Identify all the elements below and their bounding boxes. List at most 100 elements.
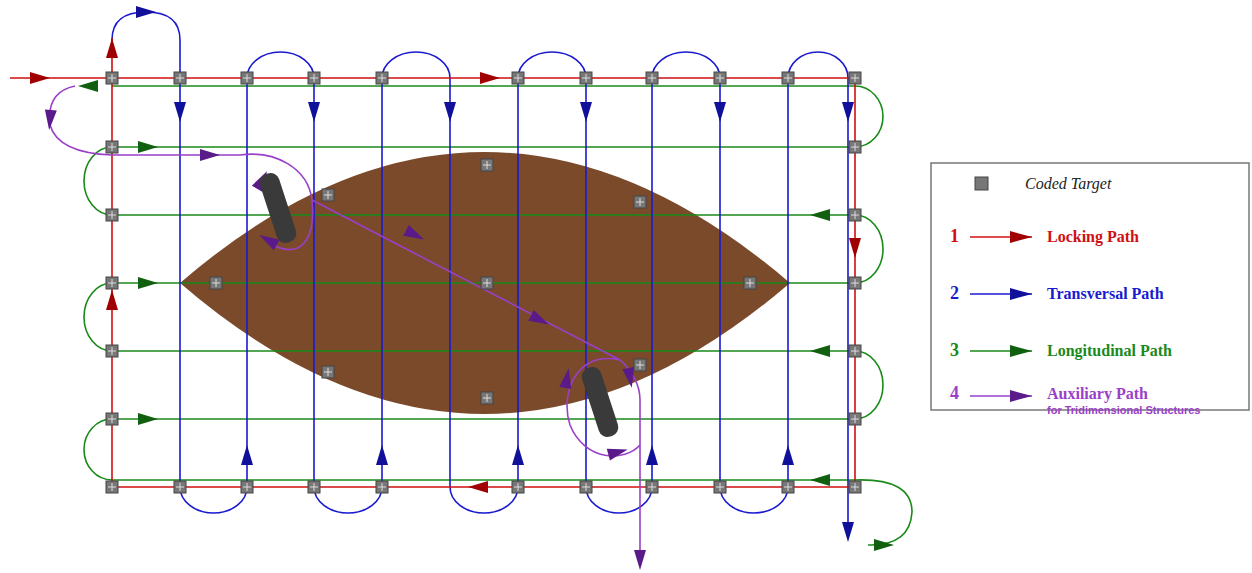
coded-target-mark [483,161,491,169]
longitudinal-path [112,214,855,216]
coded-target [634,359,646,371]
coded-target [849,141,861,153]
arrowhead [646,445,658,465]
coded-target [849,481,861,493]
arrowhead [842,102,854,122]
arrowhead [528,310,551,330]
coded-target [210,277,222,289]
coded-target [106,141,118,153]
arrowhead [174,102,186,122]
arrowhead [512,445,524,465]
coded-target [512,72,524,84]
callout-number: 3 [950,341,959,359]
arrowhead [376,445,388,465]
coded-target-mark [483,394,491,402]
coded-target-mark [648,483,656,491]
callout-number: 4 [950,384,959,402]
coded-target [744,277,756,289]
coded-target [481,277,493,289]
legend-target-sample [975,177,988,190]
arrowhead [480,72,500,84]
structure [257,171,298,246]
arrowhead [30,72,50,84]
arrowhead [714,102,726,122]
coded-target [106,413,118,425]
coded-target [106,72,118,84]
legend-box [931,163,1249,410]
longitudinal-path [112,85,855,87]
coded-target [580,481,592,493]
coded-target-mark [514,74,522,82]
arrowhead [559,367,574,389]
arrowhead [106,290,118,310]
coded-target-mark [483,279,491,287]
coded-target [782,481,794,493]
longitudinal-path [112,350,855,352]
coded-target [322,366,334,378]
coded-target-mark [716,483,724,491]
legend-text: Auxiliary Path [1047,385,1148,403]
longitudinal-path [112,479,855,481]
arrowhead [138,277,158,289]
longitudinal-turn [855,351,883,419]
longitudinal-turn [855,215,883,283]
coded-target [241,481,253,493]
arrowhead [106,38,118,58]
arrowhead [810,345,830,357]
arrowhead [138,413,158,425]
coded-target-mark [378,74,386,82]
coded-target-mark [648,74,656,82]
coded-target-mark [716,74,724,82]
longitudinal-path [112,418,855,420]
coded-target-mark [108,483,116,491]
coded-target [634,196,646,208]
coded-target-mark [108,74,116,82]
arrowhead [810,209,830,221]
legend-text: Coded Target [1025,175,1111,193]
coded-target-mark [851,74,859,82]
coded-target-mark [176,483,184,491]
coded-target [481,392,493,404]
coded-target [106,277,118,289]
coded-target-mark [636,198,644,206]
coded-target-mark [108,415,116,423]
legend-samples [970,177,1032,402]
coded-target [646,72,658,84]
coded-target [174,481,186,493]
legend-text: Locking Path [1047,228,1139,246]
coded-target-mark [582,74,590,82]
callout-number: 2 [950,284,959,302]
coded-target [322,189,334,201]
coded-target-mark [784,74,792,82]
coded-target-mark [636,361,644,369]
coded-target [849,413,861,425]
coded-target-mark [310,483,318,491]
longitudinal-turn [84,147,112,215]
coded-target-mark [378,483,386,491]
coded-target [714,72,726,84]
coded-target-mark [176,74,184,82]
coded-target-mark [108,143,116,151]
coded-target-mark [108,347,116,355]
arrowhead [468,481,488,493]
coded-target [849,277,861,289]
arrowhead [607,444,629,461]
coded-target [481,159,493,171]
coded-target [106,345,118,357]
arrowhead [849,238,861,258]
coded-target [646,481,658,493]
arrowhead [308,102,320,122]
coded-target [714,481,726,493]
coded-target [782,72,794,84]
legend-text: Transversal Path [1047,285,1164,303]
coded-target [580,72,592,84]
coded-target [849,72,861,84]
arrowhead [241,445,253,465]
arrowhead [874,539,894,551]
coded-target [376,481,388,493]
coded-target-mark [851,211,859,219]
arrowhead [782,445,794,465]
coded-target [174,72,186,84]
coded-target-mark [746,279,754,287]
coded-target [106,209,118,221]
